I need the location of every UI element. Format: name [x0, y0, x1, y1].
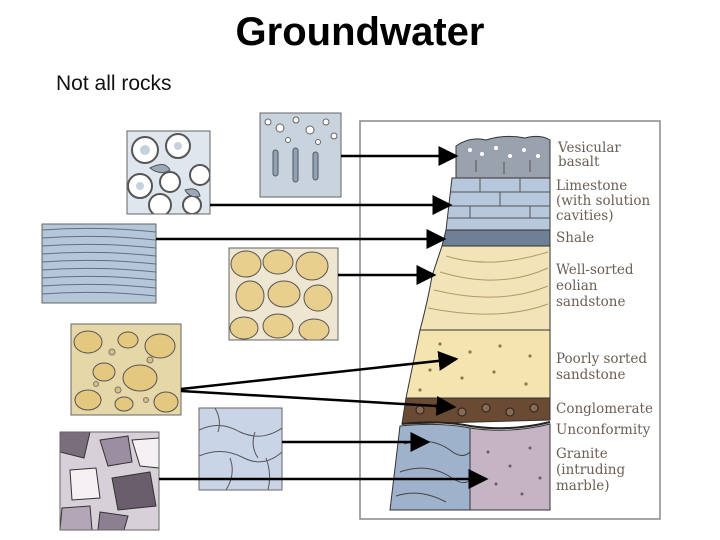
label-conglomerate: Conglomerate — [556, 401, 653, 417]
label-shale: Shale — [556, 230, 594, 246]
layer-limestone — [446, 178, 550, 230]
sample-granite — [60, 432, 159, 530]
label-poorly-sorted: Poorly sorted — [556, 351, 647, 367]
sample-well-sorted-sandstone — [229, 248, 338, 341]
sample-basalt-texture — [127, 131, 210, 216]
label-limestone: Limestone — [556, 178, 627, 194]
layer-marble — [390, 424, 470, 510]
layer-poorly-sorted-sandstone — [406, 330, 550, 398]
label-with-solution: (with solution — [556, 193, 650, 209]
sample-poorly-sorted-sandstone — [71, 324, 181, 415]
label-granite: Granite — [556, 446, 608, 462]
label-well-sorted: Well-sorted — [556, 262, 634, 278]
label-sandstone: sandstone — [556, 294, 625, 310]
label-sandstone-2: sandstone — [556, 367, 625, 383]
sample-shale — [42, 224, 156, 303]
label-basalt: basalt — [558, 154, 600, 170]
sample-vesicular-basalt — [260, 113, 341, 197]
label-intruding: (intruding — [556, 462, 626, 478]
layer-eolian-sandstone — [420, 246, 550, 330]
label-cavities: cavities) — [556, 208, 613, 224]
label-unconformity: Unconformity — [556, 422, 651, 438]
stratigraphic-column: Vesicular basalt Limestone (with solutio… — [360, 121, 660, 519]
label-eolian: eolian — [556, 278, 598, 294]
label-marble: marble) — [556, 478, 610, 494]
layer-vesicular-basalt — [456, 136, 550, 178]
layer-shale — [442, 230, 550, 246]
sample-marble — [199, 408, 282, 490]
